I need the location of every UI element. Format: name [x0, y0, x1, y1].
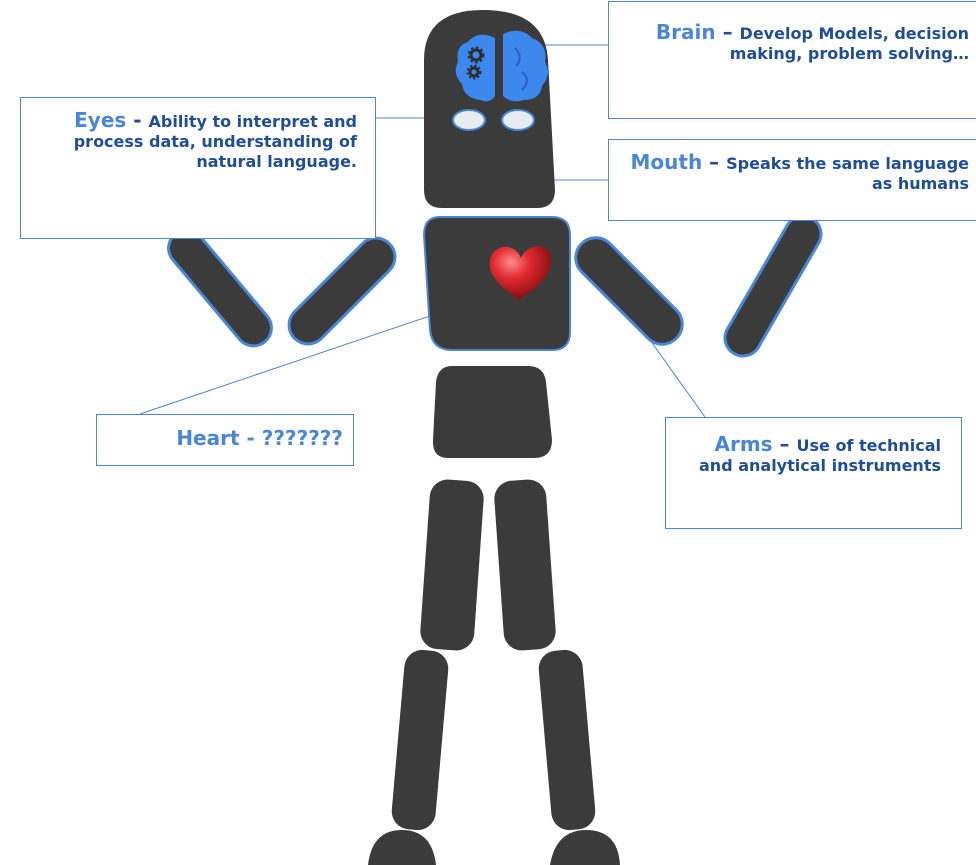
right-thigh — [493, 478, 557, 651]
mouth-description: Speaks the same language as humans — [726, 154, 969, 193]
left-upper-arm — [281, 230, 403, 352]
arms-connector — [650, 340, 705, 417]
right-eye — [502, 110, 534, 130]
left-thigh — [419, 478, 485, 651]
right-shin — [537, 648, 597, 831]
mouth-separator: – — [702, 150, 726, 174]
brain-description: Develop Models, decision making, problem… — [730, 24, 969, 63]
arms-term: Arms — [714, 432, 772, 456]
brain-separator: – — [716, 20, 740, 44]
brain-term: Brain — [656, 20, 716, 44]
heart-description: ??????? — [262, 426, 343, 450]
left-forearm — [161, 223, 279, 353]
heart-callout: Heart - ??????? — [96, 414, 354, 466]
arms-separator: – — [773, 432, 797, 456]
right-upper-arm — [567, 229, 690, 352]
arms-callout: Arms – Use of technical and analytical i… — [665, 417, 962, 529]
eyes-callout: Eyes - Ability to interpret and process … — [20, 97, 376, 239]
eyes-term: Eyes — [74, 108, 126, 132]
mouth-callout: Mouth – Speaks the same language as huma… — [608, 139, 976, 221]
right-forearm — [718, 209, 827, 362]
eyes-separator: - — [126, 108, 148, 132]
mouth-term: Mouth — [631, 150, 703, 174]
robot-hip — [433, 366, 552, 458]
right-foot — [550, 830, 620, 865]
left-eye — [453, 110, 485, 130]
brain-callout: Brain – Develop Models, decision making,… — [608, 1, 976, 119]
robot-legs — [368, 478, 620, 865]
heart-term: Heart — [176, 426, 239, 450]
robot-torso — [424, 217, 570, 350]
left-foot — [368, 830, 436, 865]
heart-separator: - — [240, 426, 262, 450]
left-shin — [390, 648, 450, 831]
